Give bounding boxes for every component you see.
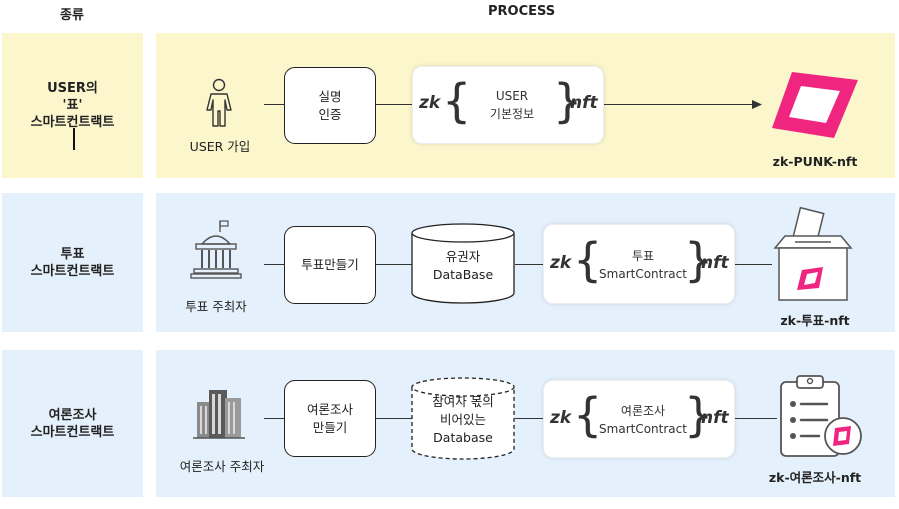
- clipboard-checklist-icon: [780, 375, 862, 457]
- ballot-box-icon: [773, 206, 853, 301]
- row3-db-line: Database: [433, 430, 493, 445]
- row2-connector: [264, 264, 284, 265]
- row1-zk-box: zk { USER 기본정보 } nft: [412, 66, 604, 144]
- row1-arrow-line: [604, 104, 754, 105]
- row2-process-band: [156, 193, 895, 332]
- row1-zk-inner-line: USER: [495, 89, 529, 103]
- row3-connector: [264, 418, 284, 419]
- row1-label-line: USER의: [47, 81, 98, 96]
- row3-zk-inner-line: 여론조사: [620, 404, 666, 418]
- row2-connector: [515, 264, 543, 265]
- row3-label-line: 스마트컨트랙트: [30, 424, 115, 440]
- row3-connector: [376, 418, 412, 419]
- row3-step-line: 만들기: [312, 419, 348, 435]
- row1-label-line: '표': [62, 98, 83, 113]
- row3-create-poll-step: 여론조사 만들기: [284, 380, 376, 457]
- row3-label-band: [2, 350, 143, 497]
- row2-db-line: DataBase: [432, 267, 494, 282]
- row2-zk-inner-line: SmartContract: [599, 267, 687, 281]
- row2-actor-caption: 투표 주최자: [185, 299, 247, 314]
- row2-zk-inner-line: 투표: [631, 249, 655, 263]
- row2-label-line: 스마트컨트랙트: [30, 263, 115, 279]
- row1-label-line: 스마트컨트랙트: [30, 115, 115, 130]
- left-brace-icon: {: [573, 233, 603, 287]
- row3-label-line: 여론조사: [48, 407, 97, 423]
- row1-step-line: 실명: [318, 88, 342, 104]
- row3-process-band: [156, 350, 895, 497]
- row3-zk-box: zk { 여론조사 SmartContract } nft: [543, 380, 735, 458]
- process-column-header: PROCESS: [488, 4, 556, 19]
- row2-nft-caption: zk-투표-nft: [780, 313, 850, 328]
- row2-zk-inner: 투표 SmartContract: [594, 247, 692, 283]
- right-brace-icon: }: [684, 233, 714, 287]
- government-building-icon: [190, 220, 242, 279]
- left-brace-icon: {: [573, 388, 603, 442]
- row1-label-band: [2, 33, 143, 178]
- nft-suffix: nft: [701, 408, 729, 428]
- row3-nft-caption: zk-여론조사-nft: [768, 470, 862, 485]
- row2-create-vote-step: 투표만들기: [284, 226, 376, 304]
- person-icon: [206, 78, 232, 127]
- zk-prefix: zk: [419, 93, 441, 113]
- punk-frame-icon: [772, 72, 858, 138]
- row2-step-label: 투표만들기: [301, 257, 359, 272]
- row1-connector: [264, 104, 284, 105]
- row1-label: USER의 '표' 스마트컨트랙트: [2, 33, 143, 178]
- row2-connector: [735, 264, 772, 265]
- row1-zk-inner-line: 기본정보: [489, 107, 535, 121]
- zk-prefix: zk: [550, 408, 572, 428]
- right-brace-icon: }: [684, 388, 714, 442]
- row1-verify-step: 실명 인증: [284, 67, 376, 144]
- row1-nft-caption: zk-PUNK-nft: [772, 154, 858, 169]
- row3-db-line: 비어있는: [439, 412, 486, 427]
- left-brace-icon: {: [442, 74, 472, 128]
- row3-connector: [735, 418, 777, 419]
- row3-db-text: 참여자 몫의 비어있는 Database: [411, 393, 515, 447]
- row3-label: 여론조사 스마트컨트랙트: [2, 350, 143, 497]
- row3-zk-inner: 여론조사 SmartContract: [594, 402, 692, 438]
- text-cursor-mark: [73, 128, 75, 150]
- row1-connector: [376, 104, 412, 105]
- row3-actor-caption: 여론조사 주최자: [179, 459, 265, 474]
- row2-db-line: 유권자: [445, 249, 481, 264]
- type-column-header: 종류: [60, 8, 84, 23]
- arrow-head-icon: [752, 100, 762, 109]
- row2-label-line: 투표: [60, 246, 85, 262]
- row3-step-line: 여론조사: [306, 401, 353, 417]
- voter-database-cylinder: [411, 223, 515, 304]
- row3-connector: [515, 418, 543, 419]
- row2-db-text: 유권자 DataBase: [411, 248, 515, 284]
- office-buildings-icon: [193, 390, 245, 439]
- participant-database-cylinder: [411, 377, 515, 460]
- row2-zk-box: zk { 투표 SmartContract } nft: [543, 224, 735, 304]
- row1-actor-caption: USER 가입: [189, 139, 251, 154]
- row3-db-line: 참여자 몫의: [432, 394, 494, 409]
- row1-step-line: 인증: [318, 106, 342, 122]
- row2-label-band: [2, 193, 143, 332]
- row3-zk-inner-line: SmartContract: [599, 422, 687, 436]
- right-brace-icon: }: [553, 74, 583, 128]
- nft-suffix: nft: [570, 93, 598, 113]
- row2-label: 투표 스마트컨트랙트: [2, 193, 143, 332]
- row2-connector: [376, 264, 412, 265]
- row1-zk-inner: USER 기본정보: [468, 87, 556, 123]
- nft-suffix: nft: [701, 253, 729, 273]
- zk-prefix: zk: [550, 253, 572, 273]
